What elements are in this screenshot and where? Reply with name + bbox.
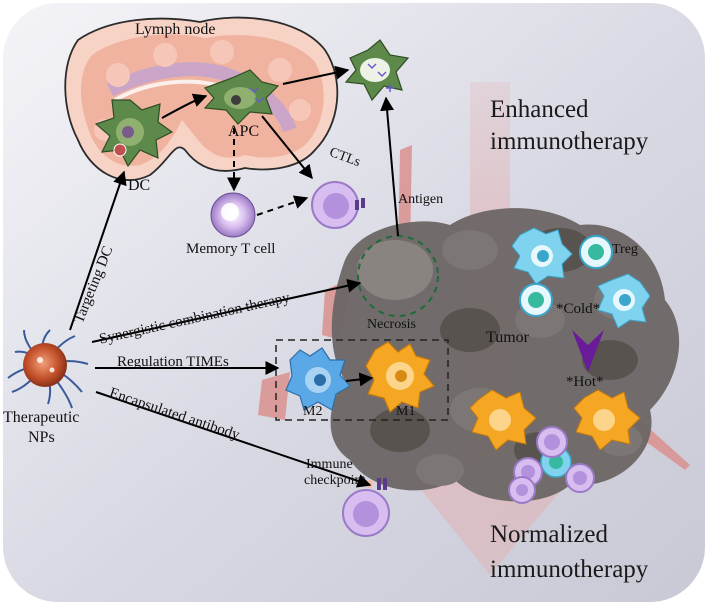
therapeutic-np-label-line2: NPs	[28, 429, 55, 446]
hot-label: *Hot*	[566, 374, 604, 390]
therapeutic-np-label-line1: Therapeutic	[3, 409, 80, 426]
treg-label: Treg	[612, 242, 638, 257]
apc-cell	[203, 69, 280, 125]
normalized-label-line1: Normalized	[490, 521, 609, 548]
dc-label: DC	[128, 177, 151, 194]
enhanced-label-line1: Enhanced	[490, 96, 589, 123]
antigen-label: Antigen	[398, 192, 444, 207]
dc-cell	[94, 99, 174, 168]
m1-macrophage	[365, 341, 435, 413]
tumor-label: Tumor	[486, 329, 529, 346]
checkpoint-ctl	[342, 478, 390, 537]
m1-label: M1	[396, 404, 416, 419]
memory-t-cell	[210, 192, 256, 238]
pathway-arrows	[69, 65, 399, 488]
regulation-label: Regulation TIMEs	[117, 354, 229, 370]
immune-label-line2: checkpoint	[304, 473, 366, 488]
cold-label: *Cold*	[556, 301, 601, 317]
hot-tumor-cells	[469, 389, 641, 504]
normalized-label-line2: immunotherapy	[490, 556, 649, 583]
apc-label: APC	[228, 123, 260, 140]
necrosis-label: Necrosis	[367, 317, 416, 332]
memory-t-cell-label: Memory T cell	[186, 241, 276, 257]
m2-macrophage	[285, 347, 351, 411]
therapeutic-np	[7, 329, 89, 409]
ctl-cell	[311, 181, 365, 229]
treg-cells	[511, 227, 651, 329]
apc-cell-top	[344, 39, 410, 102]
lymph-node-label: Lymph node	[135, 21, 216, 38]
m2-label: M2	[303, 404, 323, 419]
immune-label-line1: Immune	[306, 457, 353, 472]
macrophage-box	[275, 339, 449, 421]
enhanced-label-line2: immunotherapy	[490, 128, 649, 155]
cold-to-hot-arrow	[572, 330, 604, 372]
